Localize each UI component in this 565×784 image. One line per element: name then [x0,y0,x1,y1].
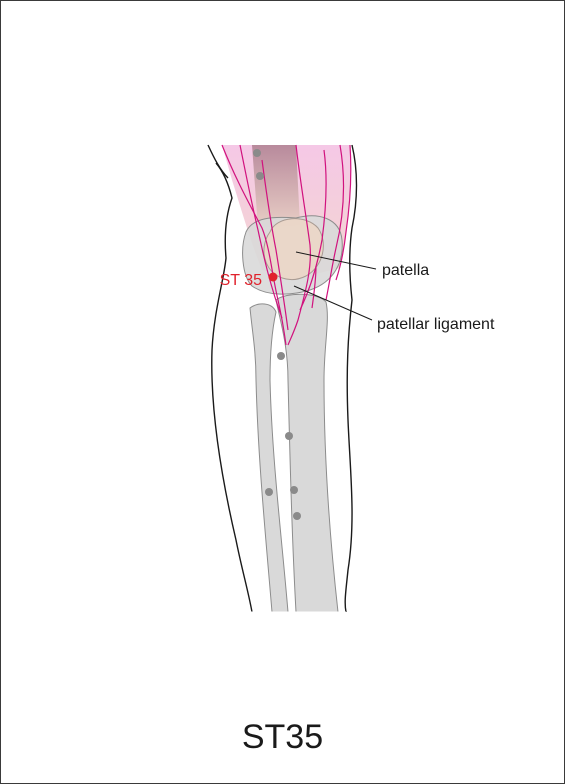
st35-point [269,273,278,282]
marker-dot [256,172,264,180]
figure-caption: ST35 [0,718,565,757]
st35-point-label: ST 35 [220,272,263,289]
patella-label: patella [382,262,429,279]
marker-dot [293,512,301,520]
femur-shaft [252,145,300,228]
marker-dot [290,486,298,494]
marker-dot [253,149,261,157]
patellar-ligament-label: patellar ligament [377,316,495,333]
marker-dot [277,352,285,360]
fibula-bone [250,304,288,612]
marker-dot [285,432,293,440]
marker-dot [265,488,273,496]
